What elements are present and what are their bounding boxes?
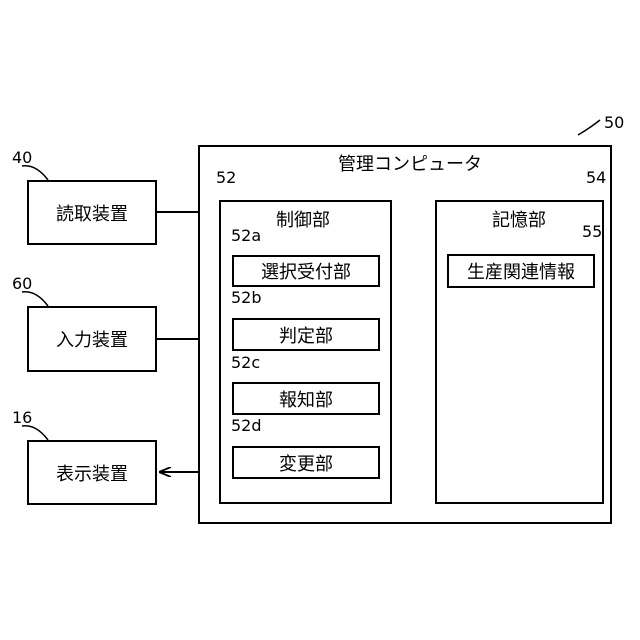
- storage-unit-ref: 54: [586, 170, 606, 186]
- input-device-box: 入力装置: [27, 306, 157, 372]
- notification-unit: 報知部: [232, 382, 380, 415]
- storage-unit-title: 記憶部: [492, 212, 546, 230]
- control-unit-title: 制御部: [276, 212, 330, 230]
- reading-device-label: 読取装置: [56, 200, 128, 226]
- input-device-ref: 60: [12, 276, 32, 292]
- display-device-label: 表示装置: [56, 460, 128, 486]
- display-device-ref: 16: [12, 410, 32, 426]
- part-ref-52d: 52d: [231, 418, 262, 434]
- leader-50: [578, 120, 600, 135]
- reading-device-ref: 40: [12, 150, 32, 166]
- determination-unit: 判定部: [232, 318, 380, 351]
- selection-receiving-unit: 選択受付部: [232, 255, 380, 287]
- notification-label: 報知部: [279, 386, 333, 412]
- part-ref-52a: 52a: [231, 228, 261, 244]
- selection-receiving-label: 選択受付部: [261, 258, 351, 284]
- determination-label: 判定部: [279, 322, 333, 348]
- production-related-info: 生産関連情報: [447, 254, 595, 288]
- display-device-box: 表示装置: [27, 440, 157, 505]
- leader-60: [22, 292, 48, 306]
- management-computer-ref: 50: [604, 115, 624, 131]
- control-unit-ref: 52: [216, 170, 236, 186]
- production-info-ref: 55: [582, 224, 602, 240]
- management-computer-title: 管理コンピュータ: [338, 156, 482, 174]
- leader-16: [22, 426, 48, 440]
- storage-unit-box: [435, 200, 604, 504]
- change-label: 変更部: [279, 450, 333, 476]
- leader-40: [22, 166, 48, 180]
- change-unit: 変更部: [232, 446, 380, 479]
- input-device-label: 入力装置: [56, 326, 128, 352]
- production-related-info-label: 生産関連情報: [467, 258, 575, 284]
- part-ref-52b: 52b: [231, 290, 262, 306]
- reading-device-box: 読取装置: [27, 180, 157, 245]
- part-ref-52c: 52c: [231, 355, 260, 371]
